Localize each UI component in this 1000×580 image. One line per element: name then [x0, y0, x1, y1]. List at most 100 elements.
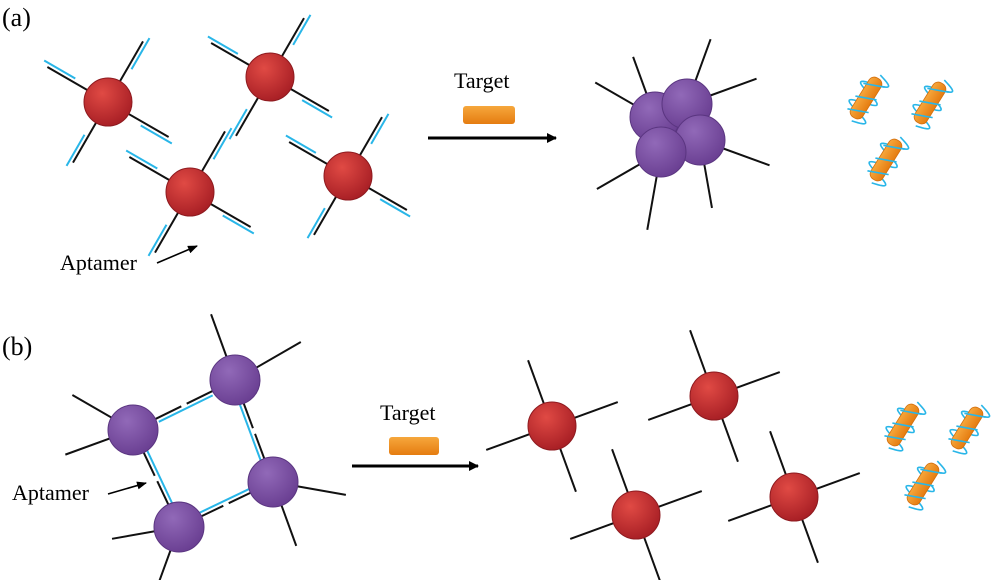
arrow-label: Target — [454, 68, 509, 93]
linker-strand — [128, 156, 174, 183]
aptamer-strand — [285, 134, 317, 154]
linker-strand — [142, 451, 156, 477]
linker-strand — [210, 42, 254, 68]
aptamer-strand — [212, 127, 233, 160]
linker-strand — [186, 389, 214, 405]
aptamer-strand — [43, 59, 76, 80]
aptamer-target-complexes — [847, 74, 954, 187]
linker-strand — [156, 480, 170, 506]
reaction-arrow-a: Target — [428, 68, 557, 143]
aptamer-strand — [306, 207, 326, 239]
aptamer-strand — [238, 403, 262, 461]
dispersed-aptamer-particles — [43, 14, 411, 257]
aptamer-strand — [65, 134, 86, 167]
aptamer-strand — [370, 113, 390, 145]
linker-strand — [206, 201, 252, 228]
linker-strand — [557, 444, 577, 493]
purple-nanoparticle-icon — [153, 501, 205, 553]
aptamer-strand — [145, 449, 174, 505]
aggregated-particles — [594, 38, 770, 230]
linker-strand — [647, 401, 696, 421]
particle — [485, 359, 619, 493]
aptamer-target-complex-icon — [948, 404, 991, 455]
panel-a: (a) Aptamer Target — [2, 3, 954, 275]
linker-strand — [313, 192, 339, 236]
linker-strand — [611, 448, 631, 497]
purple-nanoparticle-icon — [107, 404, 159, 456]
particle — [647, 329, 781, 463]
aptamer-strand — [292, 14, 312, 46]
red-nanoparticle-icon — [527, 401, 577, 451]
aptamer-strand — [207, 35, 239, 55]
purple-nanoparticle-icon — [247, 456, 299, 508]
linker-strand — [732, 371, 781, 391]
particle — [569, 448, 703, 580]
dispersed-particles — [485, 329, 861, 580]
target-molecule-icon — [389, 437, 439, 455]
crosslinked-particle-network — [65, 313, 347, 580]
linker-strand — [254, 433, 266, 460]
aptamer-pointer-label: Aptamer — [12, 480, 90, 505]
linker-strand — [199, 130, 226, 176]
linker-strand — [288, 141, 332, 167]
aptamer-pointer-label: Aptamer — [60, 250, 138, 275]
aptamer-strand — [140, 124, 173, 145]
linker-strand — [124, 111, 170, 138]
arrow-label: Target — [380, 400, 435, 425]
aptamer-target-complex-icon — [867, 136, 910, 187]
linker-strand — [485, 431, 534, 451]
purple-nanoparticle-icon — [209, 354, 261, 406]
panel-a-label: (a) — [2, 3, 31, 32]
aptamer-strand — [379, 198, 411, 218]
aptamer-pointer-b: Aptamer — [12, 480, 147, 505]
linker-strand — [72, 118, 99, 164]
purple-nanoparticle-icon — [635, 126, 687, 178]
red-nanoparticle-icon — [323, 151, 373, 201]
linker-strand — [719, 414, 739, 463]
linker-strand — [154, 208, 181, 254]
linker-strand — [527, 359, 547, 408]
linker-strand — [242, 402, 254, 429]
particle — [727, 430, 861, 564]
linker-strand — [154, 405, 182, 421]
target-molecule-icon — [463, 106, 515, 124]
aptamer-strand — [158, 394, 214, 423]
red-nanoparticle-icon — [83, 77, 133, 127]
aptamer-target-complex-icon — [911, 79, 954, 130]
aptamer-strand — [228, 108, 248, 140]
linker-strand — [654, 490, 703, 510]
linker-strand — [364, 185, 408, 211]
linker-strand — [570, 401, 619, 421]
particle — [285, 113, 411, 239]
linker-strand — [286, 86, 330, 112]
particle — [125, 127, 255, 257]
linker-strand — [117, 40, 144, 86]
aptamer-strand — [147, 224, 168, 257]
linker-strand — [727, 502, 776, 522]
aptamer-strand — [222, 214, 255, 235]
particle — [207, 14, 333, 140]
linker-strand — [200, 504, 224, 518]
aptamer-target-complex-icon — [847, 74, 890, 125]
aptamer-pointer-a: Aptamer — [60, 245, 198, 275]
panel-b: (b) Aptamer Target — [2, 313, 991, 580]
aptamer-strand — [196, 487, 252, 515]
aptamer-target-complex-icon — [904, 460, 947, 511]
red-nanoparticle-icon — [165, 167, 215, 217]
aptamer-strand — [130, 37, 151, 70]
red-nanoparticle-icon — [769, 472, 819, 522]
aptamer-strand — [125, 149, 158, 170]
linker-strand — [689, 329, 709, 378]
aptamer-target-complex-icon — [884, 401, 927, 452]
linker-strand — [799, 515, 819, 564]
reaction-arrow-b: Target — [352, 400, 479, 471]
panel-b-label: (b) — [2, 332, 32, 361]
linker-strand — [235, 93, 261, 137]
particle — [43, 37, 173, 167]
aptamer-target-complexes — [884, 401, 991, 511]
linker-strand — [357, 116, 383, 160]
linker-strand — [46, 66, 92, 93]
linker-strand — [569, 520, 618, 540]
